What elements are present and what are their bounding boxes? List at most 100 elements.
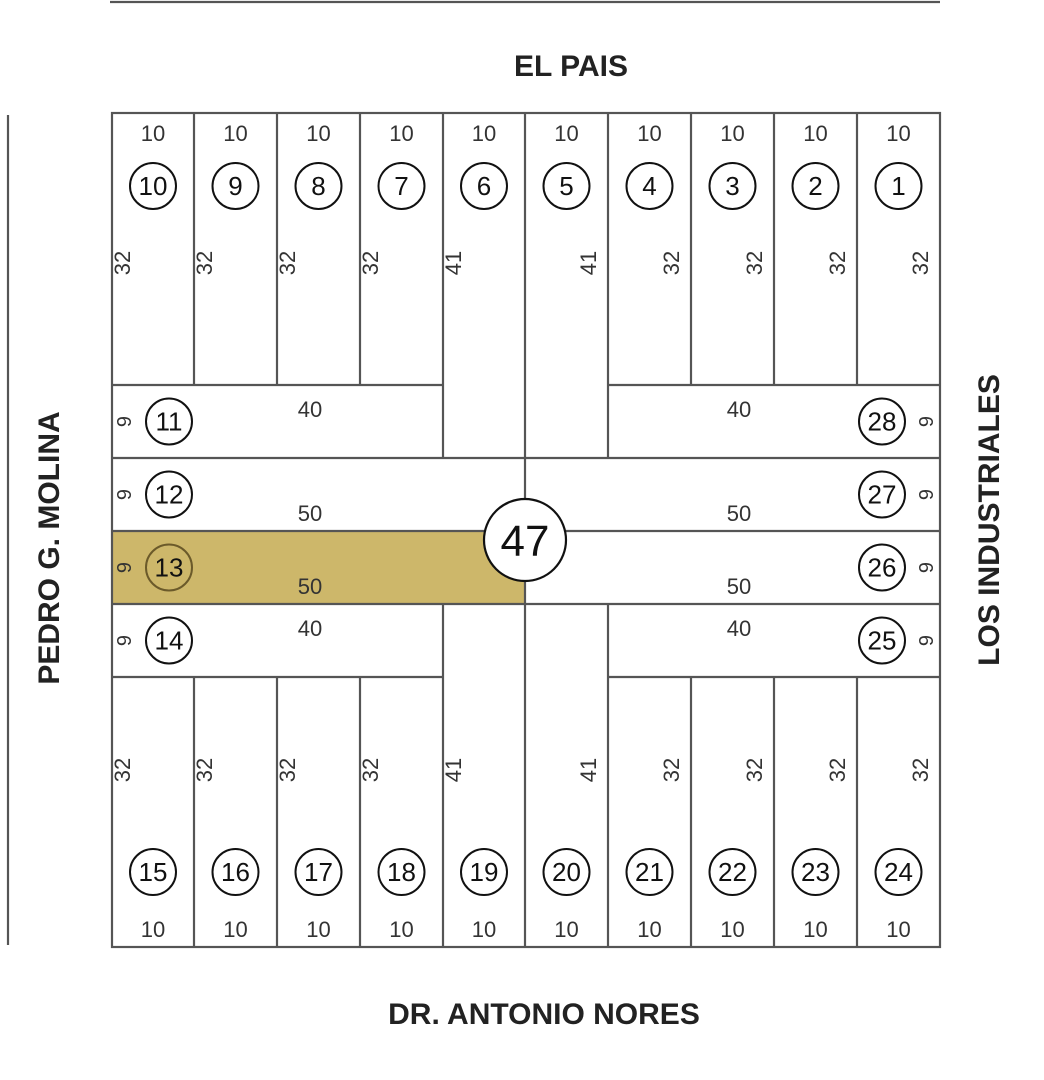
- lot-frontage: 9: [916, 635, 938, 646]
- lot-frontage: 10: [554, 121, 578, 146]
- lot-number: 17: [304, 857, 333, 887]
- lot-number: 25: [868, 626, 897, 656]
- lot-frontage: 10: [141, 917, 165, 942]
- lot-frontage: 9: [114, 635, 136, 646]
- lot-12[interactable]: 9 12 50: [114, 470, 322, 527]
- lot-number-circle: [211, 848, 260, 896]
- lot-number-marker: 26: [858, 543, 906, 592]
- lot-number-circle: [858, 470, 906, 519]
- lot-number-marker: 10: [129, 162, 177, 210]
- lot-number: 18: [387, 857, 416, 887]
- lot-number-circle: [625, 162, 674, 210]
- lot-depth: 32: [110, 251, 135, 275]
- lot-23[interactable]: 10 23 32: [791, 758, 851, 942]
- lot-frontage: 10: [637, 917, 661, 942]
- lot-number-circle: [708, 848, 757, 896]
- lot-depth: 32: [275, 251, 300, 275]
- lot-number: 7: [394, 171, 408, 201]
- lot-depth: 50: [727, 501, 751, 526]
- lot-number-circle: [377, 162, 426, 210]
- lot-frontage: 9: [114, 489, 136, 500]
- lot-depth: 50: [727, 574, 751, 599]
- lot-frontage: 10: [886, 121, 910, 146]
- lot-frontage: 10: [637, 121, 661, 146]
- lot-number: 19: [470, 857, 499, 887]
- lot-8[interactable]: 10 8 32: [275, 121, 343, 275]
- lot-number: 9: [228, 171, 242, 201]
- lot-number-marker: 8: [294, 162, 343, 210]
- street-label-bottom: DR. ANTONIO NORES: [388, 998, 700, 1031]
- lot-depth: 32: [110, 758, 135, 782]
- lot-frontage: 10: [223, 917, 247, 942]
- lot-frontage: 10: [803, 917, 827, 942]
- lot-number-circle: [874, 848, 923, 896]
- lot-depth: 40: [727, 397, 751, 422]
- lot-depth: 41: [441, 251, 466, 275]
- lot-frontage: 10: [389, 917, 413, 942]
- lot-number-circle: [791, 848, 840, 896]
- lot-number-marker: 25: [858, 616, 906, 665]
- lot-number-circle: [377, 848, 426, 896]
- lot-frontage: 10: [306, 121, 330, 146]
- lot-number-marker: 5: [542, 162, 591, 210]
- lot-number: 10: [139, 171, 168, 201]
- lot-frontage: 9: [916, 562, 938, 573]
- lot-number-circle: [294, 162, 343, 210]
- lot-number: 4: [642, 171, 656, 201]
- lot-number-circle: [211, 162, 260, 210]
- lot-depth: 32: [275, 758, 300, 782]
- lot-depth: 32: [825, 758, 850, 782]
- lot-number: 23: [801, 857, 830, 887]
- lot-number-marker: 14: [145, 616, 193, 665]
- lot-number-marker: 12: [145, 470, 193, 519]
- lot-depth: 41: [441, 758, 466, 782]
- lot-depth: 50: [298, 501, 322, 526]
- lot-1[interactable]: 10 1 32: [874, 121, 934, 275]
- lot-number-circle: [858, 616, 906, 665]
- lot-26[interactable]: 9 26 50: [727, 543, 938, 600]
- lot-number: 14: [155, 626, 184, 656]
- lot-number-circle: [460, 162, 508, 210]
- lot-number-circle: [460, 848, 508, 896]
- lot-number: 1: [891, 171, 905, 201]
- highlighted-lots: [112, 531, 525, 604]
- lot-depth: 32: [742, 251, 767, 275]
- lot-depth: 32: [908, 251, 933, 275]
- lot-frontage: 9: [114, 416, 136, 427]
- lot-depth: 32: [358, 251, 383, 275]
- lot-number: 2: [808, 171, 822, 201]
- lot-number-circle: [145, 616, 193, 665]
- lot-number: 6: [477, 171, 491, 201]
- lot-number: 11: [156, 407, 183, 437]
- lot-number-circle: [145, 397, 193, 446]
- lot-number-marker: 22: [708, 848, 757, 896]
- lot-number-marker: 19: [460, 848, 508, 896]
- lot-number-marker: 2: [791, 162, 840, 210]
- lot-number: 13: [155, 553, 184, 583]
